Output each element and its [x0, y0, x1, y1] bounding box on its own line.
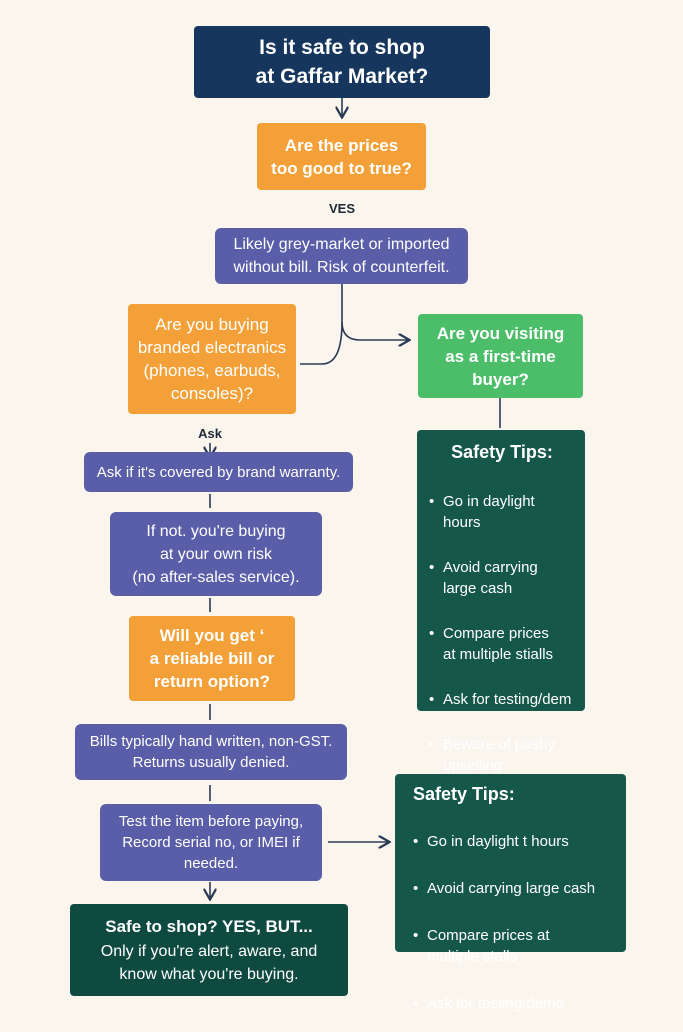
tip-item: Ask for testing/demo	[413, 993, 595, 1014]
question-bill-text: Will you get ‘ a reliable bill or return…	[149, 626, 275, 691]
question-branded: Are you buying branded electranics (phon…	[128, 304, 296, 414]
question-prices: Are the prices too good to true?	[257, 123, 426, 190]
warranty-text: Ask if it's covered by brand warranty.	[96, 463, 341, 481]
safety-tips-bottom: Safety Tips: Go in daylight t hours Avoi…	[395, 774, 626, 1014]
safety-tips-bottom-title: Safety Tips:	[413, 784, 515, 804]
question-bill: Will you get ‘ a reliable bill or return…	[129, 616, 295, 701]
question-first-time: Are you visiting as a first-time buyer?	[418, 314, 583, 398]
safety-tips-top-title: Safety Tips:	[451, 442, 553, 462]
tip-item: Avoid carrying large cash	[429, 557, 575, 599]
bills-note-text: Bills typically hand written, non-GST. R…	[89, 733, 333, 771]
bills-note-box: Bills typically hand written, non-GST. R…	[75, 724, 347, 780]
question-prices-text: Are the prices too good to true?	[271, 135, 412, 178]
tip-item: Compare prices at multiple stalls	[413, 925, 595, 967]
line-grey-to-branded	[300, 321, 343, 365]
title-box: Is it safe to shop at Gaffar Market?	[194, 26, 490, 98]
question-branded-text: Are you buying branded electranics (phon…	[137, 315, 287, 403]
arrow-grey-to-first-time	[341, 321, 408, 340]
test-item-text: Test the item before paying, Record seri…	[118, 813, 304, 872]
tip-item: Ask for testing/dem	[429, 689, 575, 710]
warranty-box: Ask if it's covered by brand warranty.	[84, 452, 353, 492]
tip-item: Avoid carrying large cash	[413, 878, 595, 899]
test-item-box: Test the item before paying, Record seri…	[100, 804, 322, 881]
tip-item: Go in daylight t hours	[413, 831, 595, 852]
edge-label-ask: Ask	[198, 426, 222, 441]
question-first-time-text: Are you visiting as a first-time buyer?	[436, 323, 565, 389]
final-verdict-title: Safe to shop? YES, BUT...	[105, 917, 313, 936]
safety-tips-bottom-list: Go in daylight t hours Avoid carrying la…	[413, 813, 595, 1032]
page-title: Is it safe to shop at Gaffar Market?	[255, 36, 429, 88]
own-risk-text: If not. you're buying at your own risk (…	[132, 522, 300, 586]
tip-item: Compare prices at multiple stialls	[429, 623, 575, 665]
own-risk-box: If not. you're buying at your own risk (…	[110, 512, 322, 596]
final-verdict-box: Safe to shop? YES, BUT... Only if you're…	[70, 904, 348, 996]
edge-label-yes: VES	[328, 201, 356, 216]
final-verdict-body: Only if you're alert, aware, and know wh…	[100, 943, 318, 983]
tip-item: Go in daylight hours	[429, 491, 575, 533]
grey-market-text: Likely grey-market or imported without b…	[233, 236, 450, 276]
grey-market-box: Likely grey-market or imported without b…	[215, 228, 468, 284]
safety-tips-top: Safety Tips: Go in daylight hours Avoid …	[417, 430, 585, 816]
